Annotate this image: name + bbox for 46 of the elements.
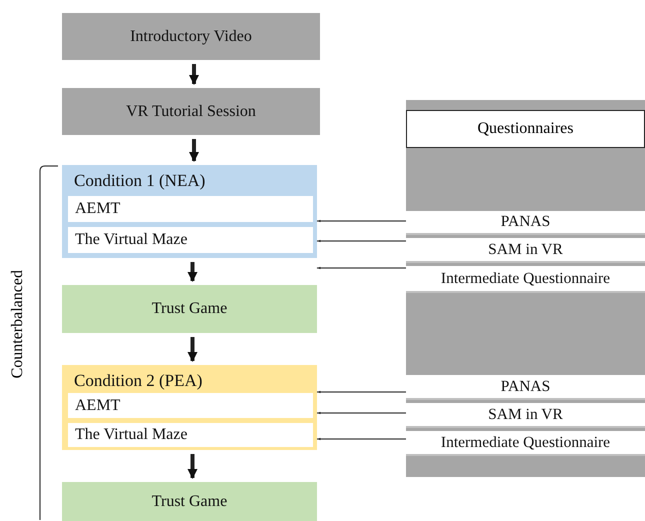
arrow: [316, 438, 406, 440]
step-label: VR Tutorial Session: [125, 102, 257, 120]
process-box: [62, 285, 317, 333]
flow-arrow: [188, 337, 198, 362]
side-label: Counterbalanced: [9, 270, 27, 378]
step-label: Trust Game: [150, 492, 228, 510]
questionnaire-label: SAM in VR: [487, 240, 564, 258]
task-label: The Virtual Maze: [75, 231, 188, 249]
questionnaire-row: [406, 403, 645, 428]
task-box: [68, 227, 313, 253]
questionnaire-row: [406, 211, 645, 235]
questionnaire-row: [406, 238, 645, 263]
questionnaire-row: [406, 375, 645, 400]
arrow: [316, 266, 406, 270]
task-label: AEMT: [75, 396, 120, 414]
condition-box: [62, 365, 317, 450]
arrow: [316, 390, 406, 394]
questionnaire-label: SAM in VR: [487, 406, 564, 424]
arrow: [316, 240, 406, 242]
process-box: [62, 13, 320, 60]
flow-arrow: [189, 139, 199, 162]
condition-title: Condition 1 (NEA): [74, 171, 206, 191]
task-label: The Virtual Maze: [75, 426, 188, 444]
questionnaire-row: [406, 431, 645, 456]
flow-arrow: [189, 64, 199, 85]
task-box: [68, 196, 313, 222]
questionnaire-panel: [406, 100, 645, 477]
condition-box: [62, 165, 317, 258]
questionnaire-row: [406, 266, 645, 293]
arrow: [316, 220, 406, 222]
flow-arrow: [188, 454, 198, 479]
panel-heading: Questionnaires: [406, 110, 645, 148]
arrow: [316, 412, 406, 414]
questionnaire-label: Intermediate Questionnaire: [440, 270, 612, 288]
process-box: [62, 88, 320, 135]
questionnaire-label: PANAS: [500, 213, 552, 231]
questionnaire-label: Intermediate Questionnaire: [440, 434, 612, 452]
process-box: [62, 482, 317, 521]
task-box: [68, 423, 313, 447]
task-label: AEMT: [75, 200, 120, 218]
step-label: Trust Game: [150, 300, 228, 318]
step-label: Introductory Video: [129, 28, 253, 46]
task-box: [68, 393, 313, 418]
questionnaire-label: PANAS: [500, 378, 552, 396]
condition-title: Condition 2 (PEA): [74, 371, 202, 391]
flow-arrow: [188, 262, 198, 282]
